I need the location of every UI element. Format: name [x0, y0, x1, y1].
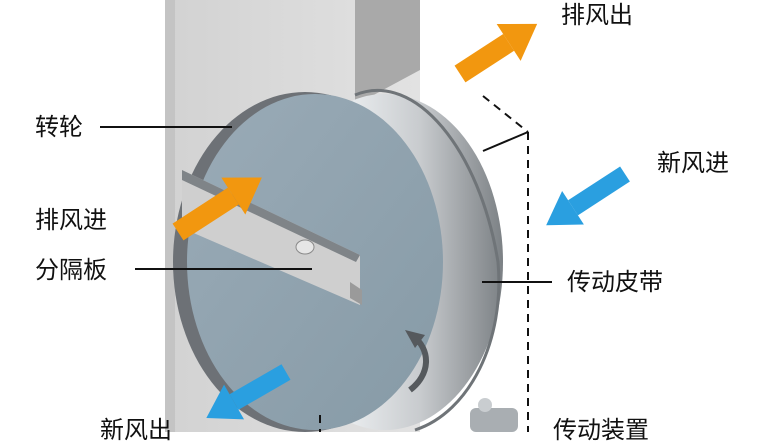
- housing-side: [165, 0, 175, 432]
- label-drive-belt: 传动皮带: [567, 268, 663, 296]
- label-fresh-out: 新风出: [100, 416, 172, 444]
- dashed-corner: [482, 131, 529, 152]
- label-exhaust-in: 排风进: [35, 206, 107, 234]
- housing-top-edge: [355, 0, 420, 105]
- label-drive-unit: 传动装置: [553, 416, 649, 444]
- fresh-out-arrow: [206, 364, 291, 420]
- leader-lines: [100, 126, 552, 283]
- dashed-outline: [319, 95, 529, 432]
- divider-end: [350, 282, 362, 305]
- label-rotor: 转轮: [35, 113, 83, 141]
- label-divider: 分隔板: [35, 256, 107, 284]
- label-exhaust-out: 排风出: [561, 1, 633, 29]
- drive-belt-groove: [354, 88, 501, 432]
- rotary-heat-exchanger-diagram: 转轮 排风进 分隔板 排风出 新风进 传动皮带 新风出 传动装置: [35, 0, 729, 444]
- fresh-in-arrow: [546, 166, 630, 226]
- diagram-canvas: [100, 0, 630, 432]
- exhaust-in-arrow: [172, 177, 262, 241]
- rotor-wheel: [173, 88, 503, 432]
- motor-body: [470, 408, 518, 432]
- arrows: [172, 23, 630, 420]
- label-fresh-in: 新风进: [657, 149, 729, 177]
- motor-pulley: [478, 398, 492, 412]
- exhaust-out-arrow: [454, 23, 538, 83]
- drive-unit: [470, 398, 518, 432]
- hub: [295, 239, 315, 255]
- rotation-arrow-head-icon: [405, 330, 425, 348]
